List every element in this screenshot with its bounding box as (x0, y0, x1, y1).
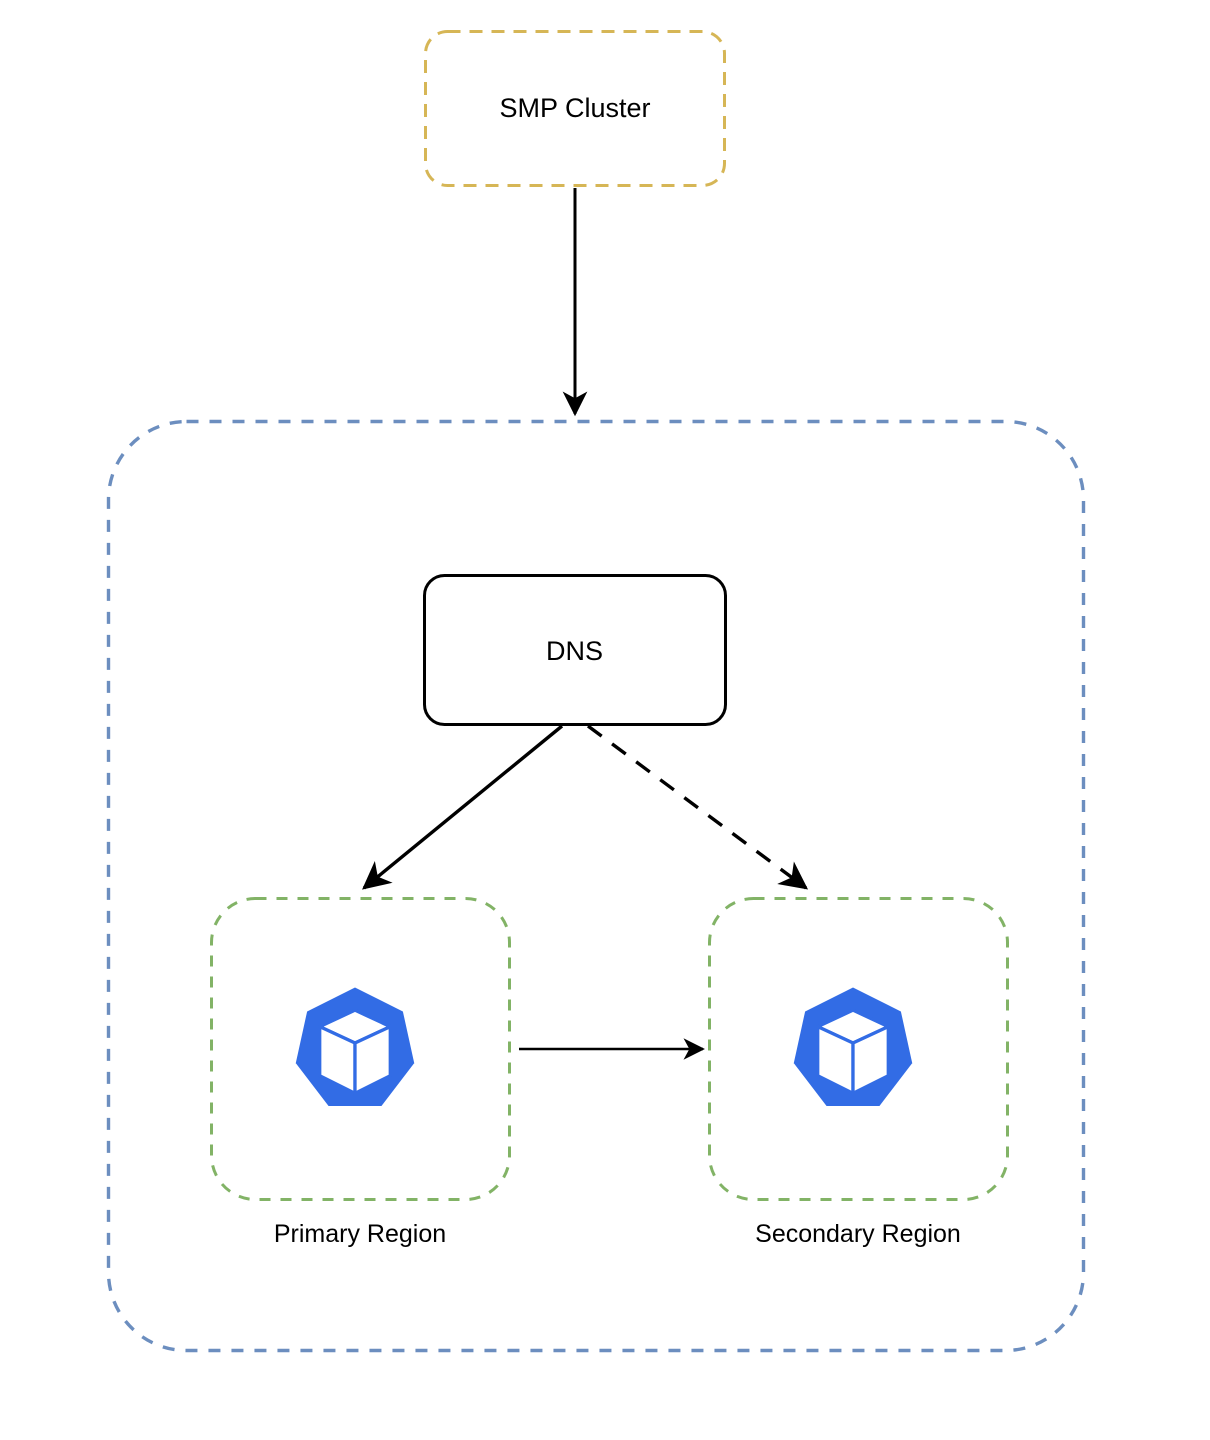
kubernetes-icon (793, 987, 913, 1106)
kubernetes-icon (295, 987, 415, 1106)
smp-cluster-label: SMP Cluster (499, 93, 651, 123)
dns-box[interactable] (423, 574, 727, 726)
smp-cluster-box[interactable] (424, 30, 726, 187)
primary-region-label: Primary Region (273, 1220, 447, 1248)
edge-dns-to-secondary (586, 724, 809, 890)
secondary-region-label: Secondary Region (755, 1220, 961, 1248)
dns-label: DNS (545, 636, 603, 666)
outer-container-box[interactable] (106, 419, 1086, 1353)
edge-dns-to-primary (362, 724, 564, 890)
